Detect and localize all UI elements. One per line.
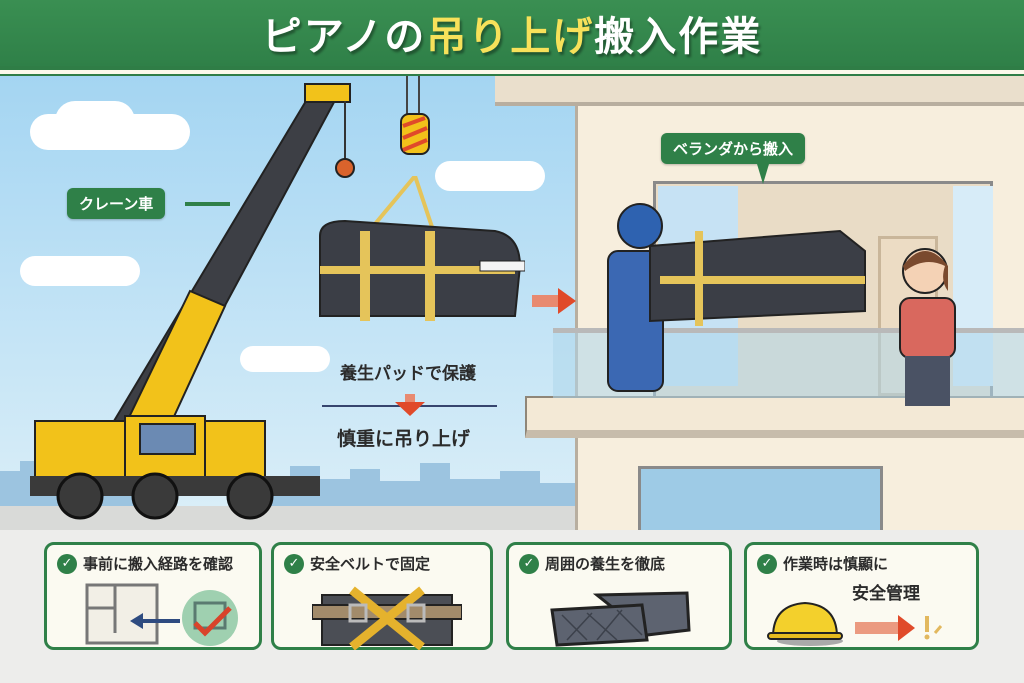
card-subtitle: 安全管理 <box>852 584 920 604</box>
protective-pads-icon <box>550 591 691 647</box>
cloud <box>240 346 330 372</box>
resident-woman <box>899 248 956 406</box>
hook-block <box>400 76 430 155</box>
title-part: 搬入作業 <box>594 14 763 60</box>
crane-truck-label: クレーン車 <box>67 188 166 219</box>
card-title: 作業時は慎顯に <box>783 555 889 573</box>
check-icon: ✓ <box>57 553 77 574</box>
checklist-card-harness: ✓ 安全ベルトで固定 <box>271 542 493 650</box>
checklist-card-safety: ✓ 作業時は慎顯に 安全管理 <box>744 542 979 650</box>
building-roof <box>495 76 1024 106</box>
caption-lift: 慎重に吊り上げ <box>337 428 471 450</box>
card-title: 周囲の養生を徹底 <box>545 555 666 573</box>
card-title: 事前に搬入経路を確認 <box>83 555 234 573</box>
right-arrow-icon <box>532 288 576 314</box>
card-title-row: ✓ 周囲の養生を徹底 <box>519 553 665 574</box>
illustration-scene: クレーン車 ベランダから搬入 養生パッドで保護 慎重に吊り上げ <box>0 76 1024 530</box>
title-part: ピアノの <box>261 14 427 60</box>
check-icon: ✓ <box>757 553 777 574</box>
card-title-row: ✓ 事前に搬入経路を確認 <box>57 553 233 574</box>
cloud <box>435 161 545 191</box>
hard-hat-icon <box>767 601 843 646</box>
caption-protect: 養生パッドで保護 <box>340 364 476 384</box>
veranda-label-pointer <box>757 164 769 184</box>
veranda-label: ベランダから搬入 <box>661 133 806 164</box>
crane-truck <box>30 83 355 520</box>
check-icon: ✓ <box>284 553 304 574</box>
header-banner: ピアノの吊り上げ搬入作業 <box>0 0 1024 66</box>
checklist-card-route: ✓ 事前に搬入経路を確認 <box>44 542 262 650</box>
floorplan-check-icon <box>85 583 238 646</box>
lifted-piano <box>319 176 525 321</box>
safety-harness-icon <box>312 586 462 650</box>
checklist-card-padding: ✓ 周囲の養生を徹底 <box>506 542 732 650</box>
warning-arrow-icon <box>855 615 943 641</box>
lower-window <box>638 466 883 530</box>
worker-and-piano <box>607 203 866 392</box>
title-part-highlight: 吊り上げ <box>426 14 595 60</box>
card-title: 安全ベルトで固定 <box>310 555 431 573</box>
crane-label-pointer <box>185 202 230 206</box>
page-title: ピアノの吊り上げ搬入作業 <box>262 4 762 62</box>
card-title-row: ✓ 作業時は慎顯に <box>757 553 888 574</box>
cloud <box>20 256 140 286</box>
check-icon: ✓ <box>519 553 539 574</box>
down-arrow-icon <box>395 394 425 416</box>
checklist-panel: ✓ 事前に搬入経路を確認 ✓ 安全ベルトで固定 ✓ <box>0 530 1024 683</box>
card-title-row: ✓ 安全ベルトで固定 <box>284 553 430 574</box>
header-divider <box>0 66 1024 76</box>
cloud <box>55 101 135 141</box>
